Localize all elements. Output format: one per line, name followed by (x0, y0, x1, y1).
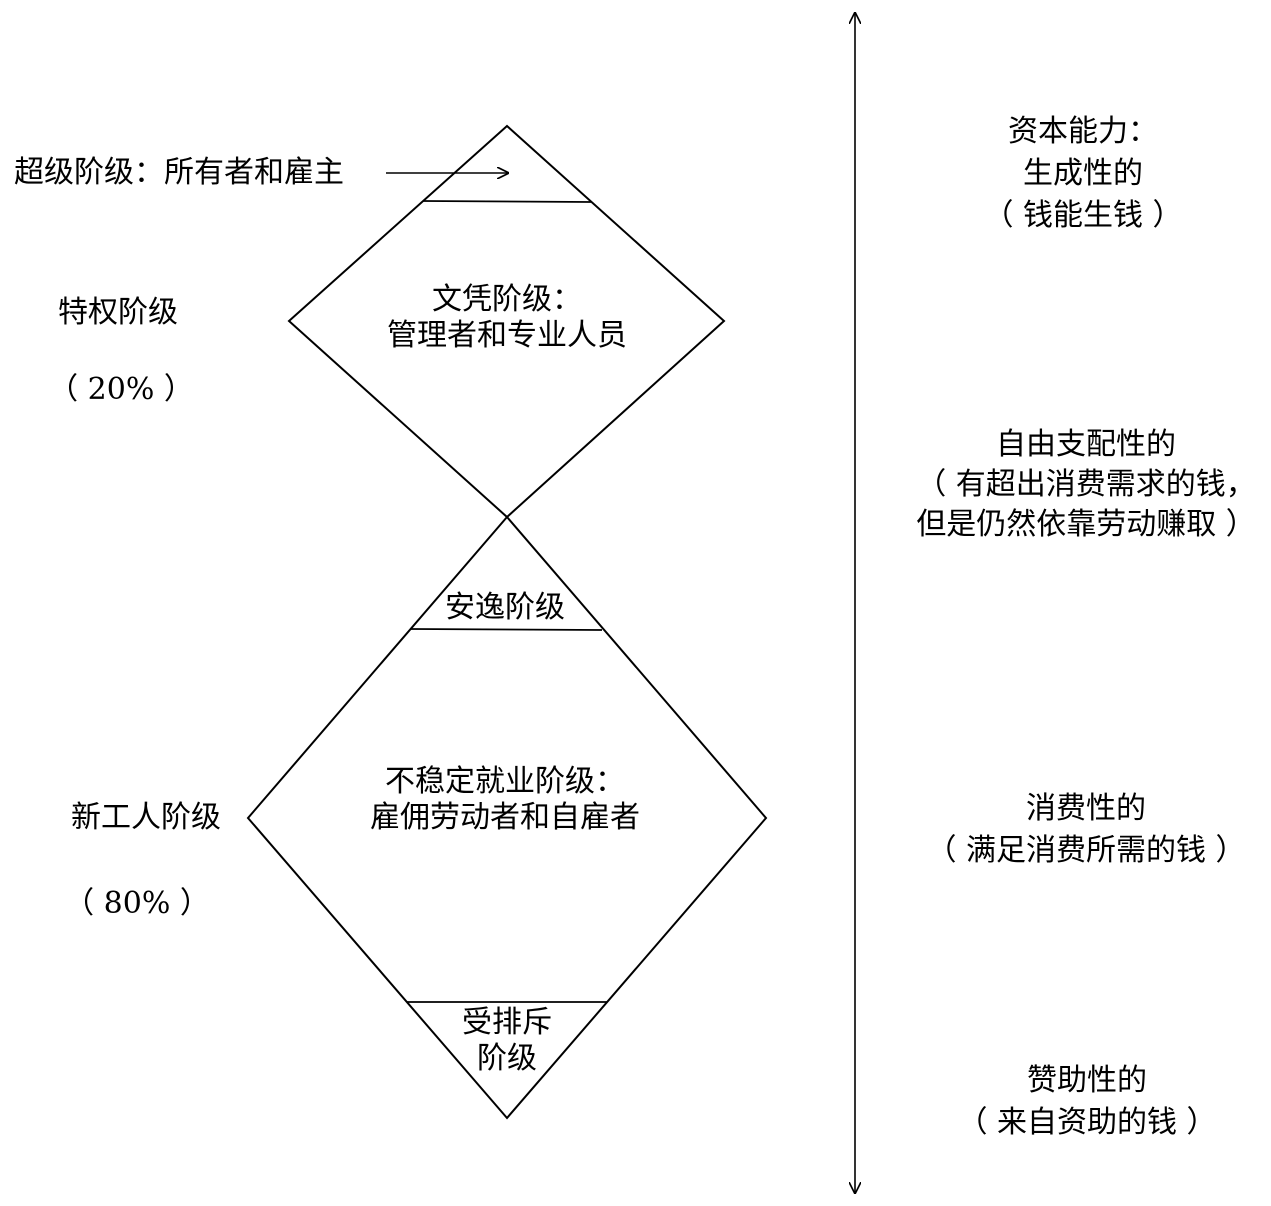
credential-class-label: 文凭阶级： 管理者和专业人员 (387, 282, 627, 354)
capital-capacity-type: 生成性的 (1022, 156, 1143, 191)
credential-class-title: 文凭阶级： (432, 282, 582, 317)
capital-capacity-title: 资本能力： (1007, 114, 1158, 149)
capital-capacity-desc: （ 钱能生钱 ） (983, 198, 1183, 233)
lower-diamond (246, 515, 768, 1120)
comfortable-class-label: 安逸阶级 (445, 590, 565, 626)
subsidized-label: 赞助性的 （ 来自资助的钱 ） (957, 1060, 1216, 1144)
discretionary-desc-line1: （ 有超出消费需求的钱， (916, 467, 1256, 502)
credential-class-desc: 管理者和专业人员 (387, 318, 627, 353)
subsidized-desc: （ 来自资助的钱 ） (957, 1105, 1217, 1140)
new-worker-class-share: （ 80% ） (64, 886, 210, 922)
comfortable-class-text: 安逸阶级 (445, 590, 565, 625)
new-worker-share-text: （ 80% ） (64, 886, 210, 921)
consumptive-title: 消费性的 (1025, 791, 1146, 826)
comfortable-class-divider (410, 628, 603, 631)
capital-capacity-label: 资本能力： 生成性的 （ 钱能生钱 ） (983, 111, 1182, 237)
new-worker-class-label: 新工人阶级 (71, 800, 221, 836)
excluded-class-line1: 受排斥 (462, 1005, 552, 1040)
consumptive-desc: （ 满足消费所需的钱 ） (926, 833, 1246, 868)
super-class-divider (422, 200, 592, 203)
privileged-share-text: （ 20% ） (48, 372, 194, 407)
precarious-class-label: 不稳定就业阶级： 雇佣劳动者和自雇者 (370, 764, 640, 836)
privileged-class-share: （ 20% ） (48, 372, 194, 408)
super-class-text: 超级阶级：所有者和雇主 (14, 155, 344, 190)
super-class-label: 超级阶级：所有者和雇主 (14, 155, 344, 191)
privileged-class-name: 特权阶级 (58, 295, 178, 330)
precarious-class-title: 不稳定就业阶级： (385, 764, 625, 799)
excluded-class-label: 受排斥 阶级 (462, 1005, 552, 1077)
precarious-class-desc: 雇佣劳动者和自雇者 (370, 800, 640, 835)
consumptive-label: 消费性的 （ 满足消费所需的钱 ） (926, 788, 1245, 872)
new-worker-class-name: 新工人阶级 (71, 800, 221, 835)
discretionary-title: 自由支配性的 (995, 427, 1176, 462)
excluded-class-line2: 阶级 (477, 1041, 537, 1076)
privileged-class-label: 特权阶级 (58, 295, 178, 331)
discretionary-desc-line2: 但是仍然依靠劳动赚取 ） (916, 507, 1256, 542)
subsidized-title: 赞助性的 (1026, 1063, 1147, 1098)
discretionary-label: 自由支配性的 （ 有超出消费需求的钱， 但是仍然依靠劳动赚取 ） (916, 425, 1256, 545)
